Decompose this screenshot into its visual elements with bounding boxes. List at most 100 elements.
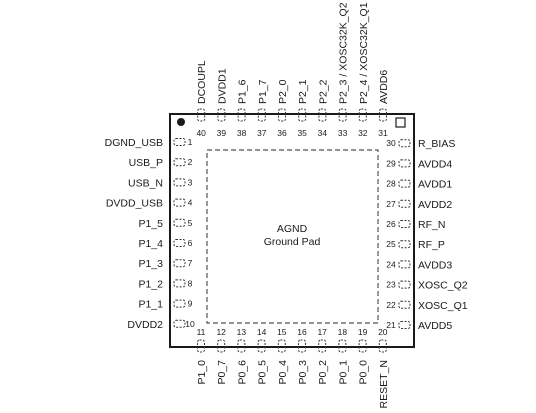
- pin-label-19: P0_0: [358, 360, 370, 385]
- pin-pad-28: [398, 179, 411, 188]
- pin-number-19: 19: [358, 327, 368, 337]
- pin-label-33: P2_3 / XOSC32K_Q2: [338, 2, 350, 104]
- pin-number-5: 5: [188, 218, 193, 228]
- pin-label-7: P1_3: [138, 258, 163, 270]
- pin-number-13: 13: [237, 327, 247, 337]
- pin-pad-32: [358, 108, 367, 122]
- pin-number-34: 34: [318, 128, 328, 138]
- pin-number-4: 4: [188, 198, 193, 208]
- pin-label-35: P2_1: [297, 79, 309, 104]
- pin-label-17: P0_2: [317, 360, 329, 385]
- ground-pad-label: AGND: [277, 223, 308, 235]
- pin-pad-36: [278, 108, 286, 122]
- pin-number-6: 6: [188, 238, 193, 248]
- pin-number-22: 22: [386, 300, 396, 310]
- pin-pad-16: [298, 339, 306, 353]
- pin-number-3: 3: [188, 177, 193, 187]
- ground-pad-sublabel: Ground Pad: [264, 236, 321, 248]
- pin-label-9: P1_1: [138, 299, 163, 311]
- pin-label-8: P1_2: [138, 278, 163, 290]
- pin-label-29: AVDD4: [418, 158, 452, 170]
- pin-number-26: 26: [386, 219, 396, 229]
- pin-label-20: RESET_N: [378, 360, 390, 408]
- pin-label-39: DVDD1: [216, 68, 228, 104]
- pin-label-27: AVDD2: [418, 199, 452, 211]
- pin-label-32: P2_4 / XOSC32K_Q1: [358, 2, 370, 104]
- pin-pad-33: [338, 108, 347, 122]
- pin-pad-8: [173, 279, 186, 288]
- pin-number-21: 21: [386, 320, 396, 330]
- pin-number-9: 9: [188, 299, 193, 309]
- pin-label-2: USB_P: [129, 157, 163, 169]
- pin-pad-10: [173, 319, 186, 328]
- pin-number-20: 20: [378, 327, 388, 337]
- pin-number-15: 15: [277, 327, 287, 337]
- pin-number-35: 35: [297, 128, 307, 138]
- pin-number-27: 27: [386, 199, 396, 209]
- package-body: [169, 113, 415, 348]
- pin-pad-37: [257, 108, 266, 122]
- pin-label-38: P1_6: [237, 79, 249, 104]
- pin-label-40: DCOUPL: [196, 60, 208, 104]
- pin-number-36: 36: [277, 128, 287, 138]
- pin-label-30: R_BIAS: [418, 138, 455, 150]
- pin-pad-34: [318, 108, 327, 122]
- pin-pad-2: [173, 158, 186, 167]
- pin-label-11: P1_0: [196, 360, 208, 385]
- pin-pad-38: [237, 108, 246, 122]
- pin-pad-11: [197, 339, 205, 353]
- pin-pad-18: [338, 339, 347, 353]
- pin-pad-13: [237, 339, 246, 353]
- pin-number-18: 18: [338, 327, 348, 337]
- pin-number-38: 38: [237, 128, 247, 138]
- pin-label-21: AVDD5: [418, 320, 452, 332]
- pin-number-30: 30: [386, 138, 396, 148]
- pin-pad-6: [173, 239, 186, 247]
- pin-pad-35: [298, 108, 307, 122]
- pin-pad-25: [398, 240, 411, 249]
- pin-pad-40: [197, 108, 206, 122]
- ground-pad: [206, 149, 379, 324]
- pin-number-39: 39: [217, 128, 227, 138]
- pin-label-36: P2_0: [277, 79, 289, 104]
- pin-number-2: 2: [188, 157, 193, 167]
- pin-label-12: P0_7: [216, 360, 228, 385]
- pin-label-13: P0_6: [236, 360, 248, 385]
- pin-pad-12: [217, 339, 226, 353]
- pin-label-34: P2_2: [317, 79, 329, 104]
- pin-pad-19: [358, 339, 367, 353]
- pin-label-23: XOSC_Q2: [418, 280, 468, 292]
- pin-number-8: 8: [188, 278, 193, 288]
- pin-label-4: DVDD_USB: [106, 198, 163, 210]
- pin-number-23: 23: [386, 280, 396, 290]
- pin-label-24: AVDD3: [418, 259, 452, 271]
- pin-number-33: 33: [338, 128, 348, 138]
- pin-number-25: 25: [386, 239, 396, 249]
- pin-number-32: 32: [358, 128, 368, 138]
- pin-label-14: P0_5: [257, 360, 269, 385]
- pin-label-18: P0_1: [337, 360, 349, 385]
- pin-pad-4: [173, 198, 186, 207]
- pin-label-16: P0_3: [297, 360, 309, 385]
- pin-number-17: 17: [317, 327, 327, 337]
- pin-pad-27: [398, 199, 411, 208]
- pin-number-14: 14: [257, 327, 267, 337]
- pin-pad-1: [173, 138, 186, 146]
- pin-label-10: DVDD2: [127, 319, 163, 331]
- pin1-marker-dot: [177, 118, 185, 126]
- pin-label-5: P1_5: [138, 218, 163, 230]
- pin-label-31: AVDD6: [378, 70, 390, 104]
- pin-number-29: 29: [386, 158, 396, 168]
- pin-pad-17: [318, 339, 327, 353]
- pin-pad-5: [173, 218, 186, 227]
- pin-label-37: P1_7: [257, 79, 269, 104]
- pin-number-16: 16: [297, 327, 307, 337]
- pin-label-26: RF_N: [418, 219, 445, 231]
- pin-pad-30: [398, 139, 411, 148]
- pin-pad-9: [173, 299, 186, 308]
- pin-pad-7: [173, 259, 186, 268]
- pin-label-28: AVDD1: [418, 179, 452, 191]
- pin-pad-26: [398, 220, 411, 228]
- pin-pad-29: [398, 159, 411, 168]
